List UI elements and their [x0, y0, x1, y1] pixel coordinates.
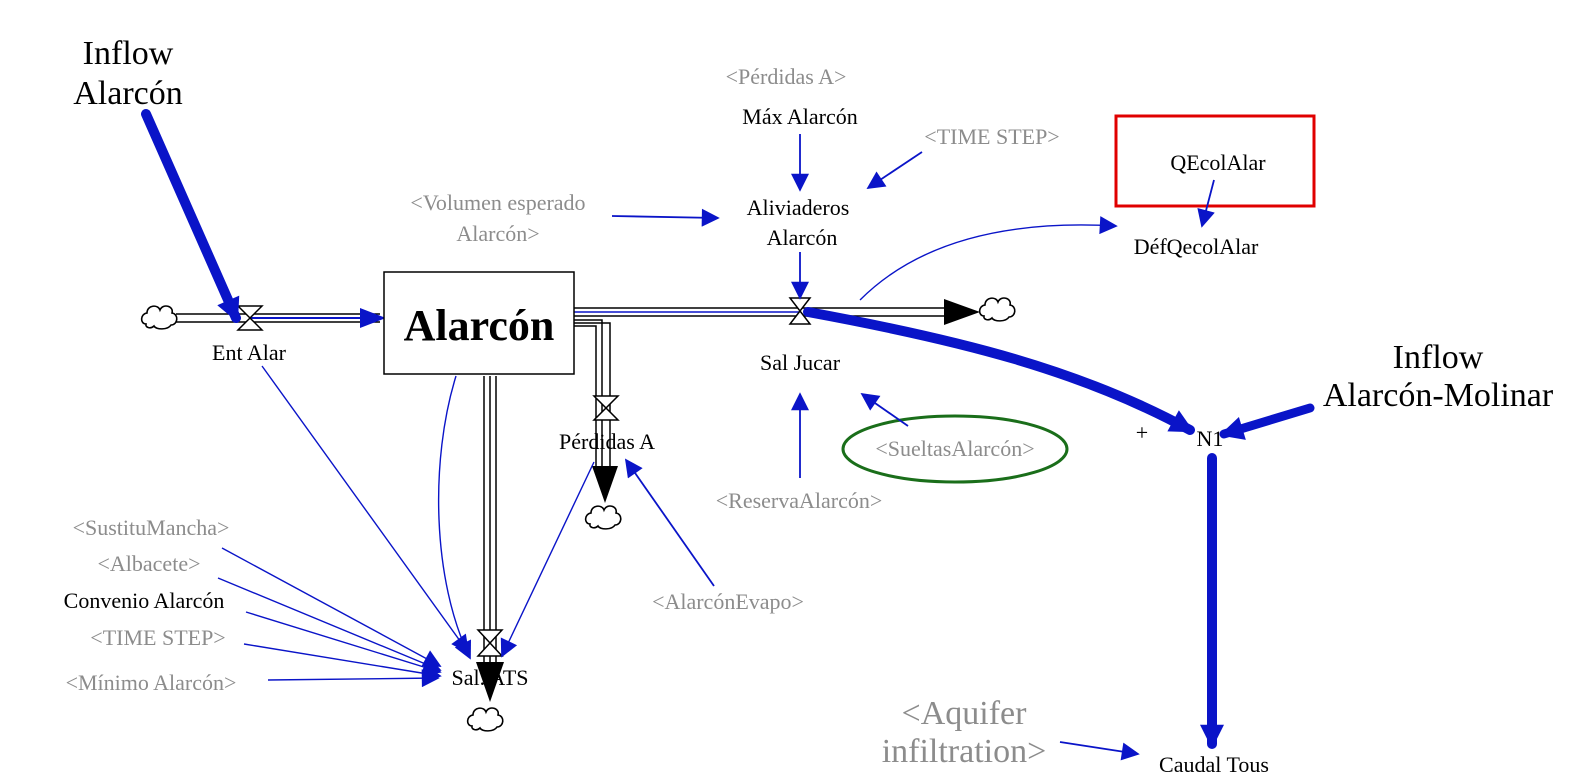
input-aquifer-line1: <Aquifer: [902, 695, 1028, 732]
shadow-minimo-alarcon[interactable]: <Mínimo Alarcón>: [66, 670, 237, 695]
var-aliviaderos-line1[interactable]: Aliviaderos: [747, 195, 850, 220]
shadow-volumen-line1[interactable]: <Volumen esperado: [410, 190, 585, 215]
highlight-ellipse-sueltas: [841, 414, 1069, 484]
link-qecolalar-to-def: [1197, 179, 1215, 228]
shadow-time-step-left[interactable]: <TIME STEP>: [90, 625, 225, 650]
input-inflow-molinar-line1: Inflow: [1393, 339, 1484, 376]
link-minimo-to-sal-ats: [267, 669, 440, 688]
input-aquifer-line2: infiltration>: [882, 733, 1047, 770]
flow-pipe-sal-ats: [476, 376, 504, 702]
cloud-icon: [466, 707, 504, 732]
shadow-albacete[interactable]: <Albacete>: [98, 551, 201, 576]
cloud-icon: [140, 305, 178, 330]
link-sustitu-to-sal-ats: [221, 547, 442, 667]
link-timestep-left-to-sal-ats: [243, 643, 442, 683]
flow-label-sal-jucar[interactable]: Sal Jucar: [760, 350, 841, 375]
var-convenio-alarcon[interactable]: Convenio Alarcón: [64, 588, 225, 613]
link-albacete-to-sal-ats: [217, 577, 442, 673]
link-ent-alar-to-sal-ats: [261, 365, 470, 654]
link-inflow-to-ent-alar: [141, 109, 241, 323]
flow-label-ent-alar[interactable]: Ent Alar: [212, 340, 287, 365]
input-inflow-alarcon-line2: Alarcón: [73, 75, 183, 112]
cloud-icon: [584, 505, 622, 530]
polarity-plus: +: [1136, 420, 1148, 445]
cloud-icon: [978, 297, 1016, 322]
shadow-sueltas-alarcon[interactable]: <SueltasAlarcón>: [875, 436, 1034, 461]
shadow-sustitu-mancha[interactable]: <SustituMancha>: [73, 515, 230, 540]
link-evapo-to-perdidas: [624, 458, 715, 587]
var-caudal-tous[interactable]: Caudal Tous: [1159, 752, 1269, 777]
shadow-reserva-alarcon[interactable]: <ReservaAlarcón>: [716, 488, 883, 513]
flow-pipe-sal-jucar: [574, 299, 980, 325]
link-sal-jucar-to-def: [859, 216, 1118, 301]
link-alarcon-to-sal-ats: [437, 375, 472, 660]
var-n1[interactable]: N1: [1197, 426, 1224, 451]
shadow-perdidas-a[interactable]: <Pérdidas A>: [726, 64, 847, 89]
stock-alarcon-box[interactable]: [383, 271, 575, 375]
link-convenio-to-sal-ats: [245, 611, 442, 676]
link-timestep-to-aliviaderos: [866, 151, 923, 189]
flow-label-perdidas-a[interactable]: Pérdidas A: [559, 429, 655, 454]
valve-icon: [592, 395, 620, 421]
var-def-qecol-alar[interactable]: DéfQecolAlar: [1134, 234, 1259, 259]
link-inflow-molinar-to-n1: [1219, 403, 1315, 440]
flow-pipe-perdidas-a: [574, 319, 618, 503]
valve-icon: [476, 629, 504, 657]
var-qecol-alar[interactable]: QEcolAlar: [1170, 150, 1266, 175]
shadow-time-step-top[interactable]: <TIME STEP>: [924, 124, 1059, 149]
link-volumen-to-aliviaderos: [611, 208, 720, 227]
stock-alarcon-label: Alarcón: [404, 301, 555, 350]
flow-pipe-ent-alar: [176, 308, 386, 328]
shadow-volumen-line2[interactable]: Alarcón>: [456, 221, 539, 246]
var-max-alarcon[interactable]: Máx Alarcón: [742, 104, 857, 129]
highlight-box-qecolalar: [1114, 114, 1316, 208]
valve-icon: [236, 305, 264, 331]
flow-label-sal-ats[interactable]: Sal. ATS: [451, 665, 528, 690]
var-aliviaderos-line2[interactable]: Alarcón: [767, 225, 838, 250]
link-sueltas-to-sal-jucar: [860, 392, 909, 427]
link-aquifer-to-caudal-tous: [1059, 741, 1140, 761]
shadow-alarcon-evapo[interactable]: <AlarcónEvapo>: [652, 589, 804, 614]
input-inflow-alarcon-line1: Inflow: [83, 35, 174, 72]
link-perdidas-to-sal-ats: [500, 461, 595, 658]
input-inflow-molinar-line2: Alarcón-Molinar: [1323, 377, 1554, 414]
link-sal-jucar-to-n1: [803, 307, 1195, 435]
